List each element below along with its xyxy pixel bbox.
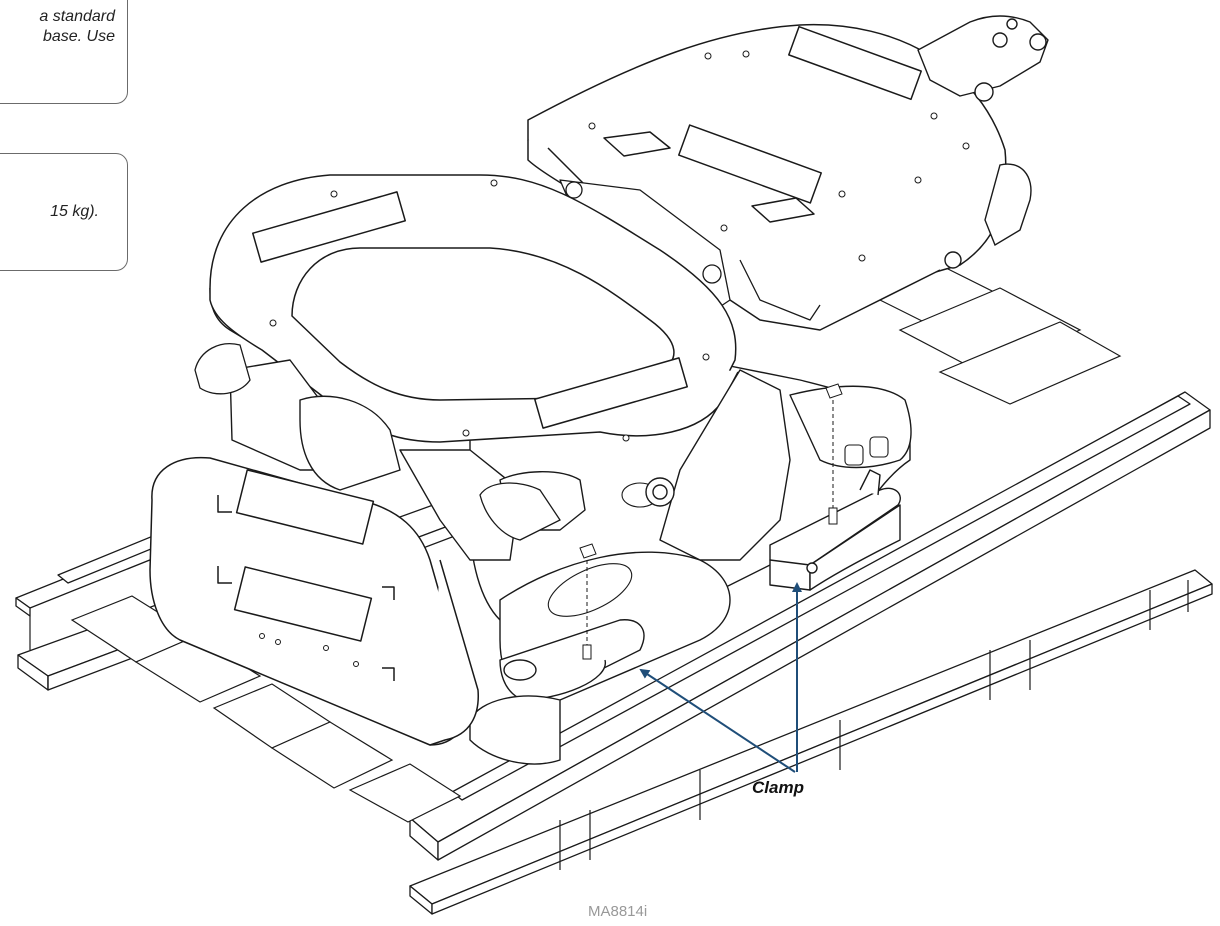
- seat-back-panel: [527, 23, 1007, 331]
- armrest-joint: [917, 15, 1049, 102]
- callout-text-line: 15 kg).: [50, 203, 99, 220]
- clamp-callout-arrows: [639, 582, 802, 773]
- seat-cushion-screws: [269, 179, 710, 442]
- clamp-rear: [769, 469, 901, 591]
- pallet-support-blocks: [29, 580, 1189, 870]
- arrow-to-front-clamp: [639, 668, 796, 773]
- clamp-front: [469, 619, 645, 765]
- shield-screws: [259, 633, 359, 667]
- clamp-rear-screw: [825, 383, 843, 525]
- clamp-label: Clamp: [752, 778, 804, 797]
- figure-id: MA8814i: [588, 903, 648, 920]
- callout-text-line: base. Use: [42, 28, 115, 45]
- side-bracket-right: [944, 163, 1032, 269]
- seat-cushion-frame: [209, 174, 739, 443]
- callout-text-line: a standard: [39, 8, 115, 25]
- base-details: [547, 436, 889, 617]
- clamp-front-screw: [579, 543, 597, 660]
- release-lever-left: [194, 343, 561, 541]
- front-shield-panel: [149, 456, 479, 746]
- callout-box-weight: 15 kg).: [0, 153, 128, 271]
- callout-box-instruction: a standard base. Use: [0, 0, 128, 104]
- seat-back-screws: [588, 50, 970, 262]
